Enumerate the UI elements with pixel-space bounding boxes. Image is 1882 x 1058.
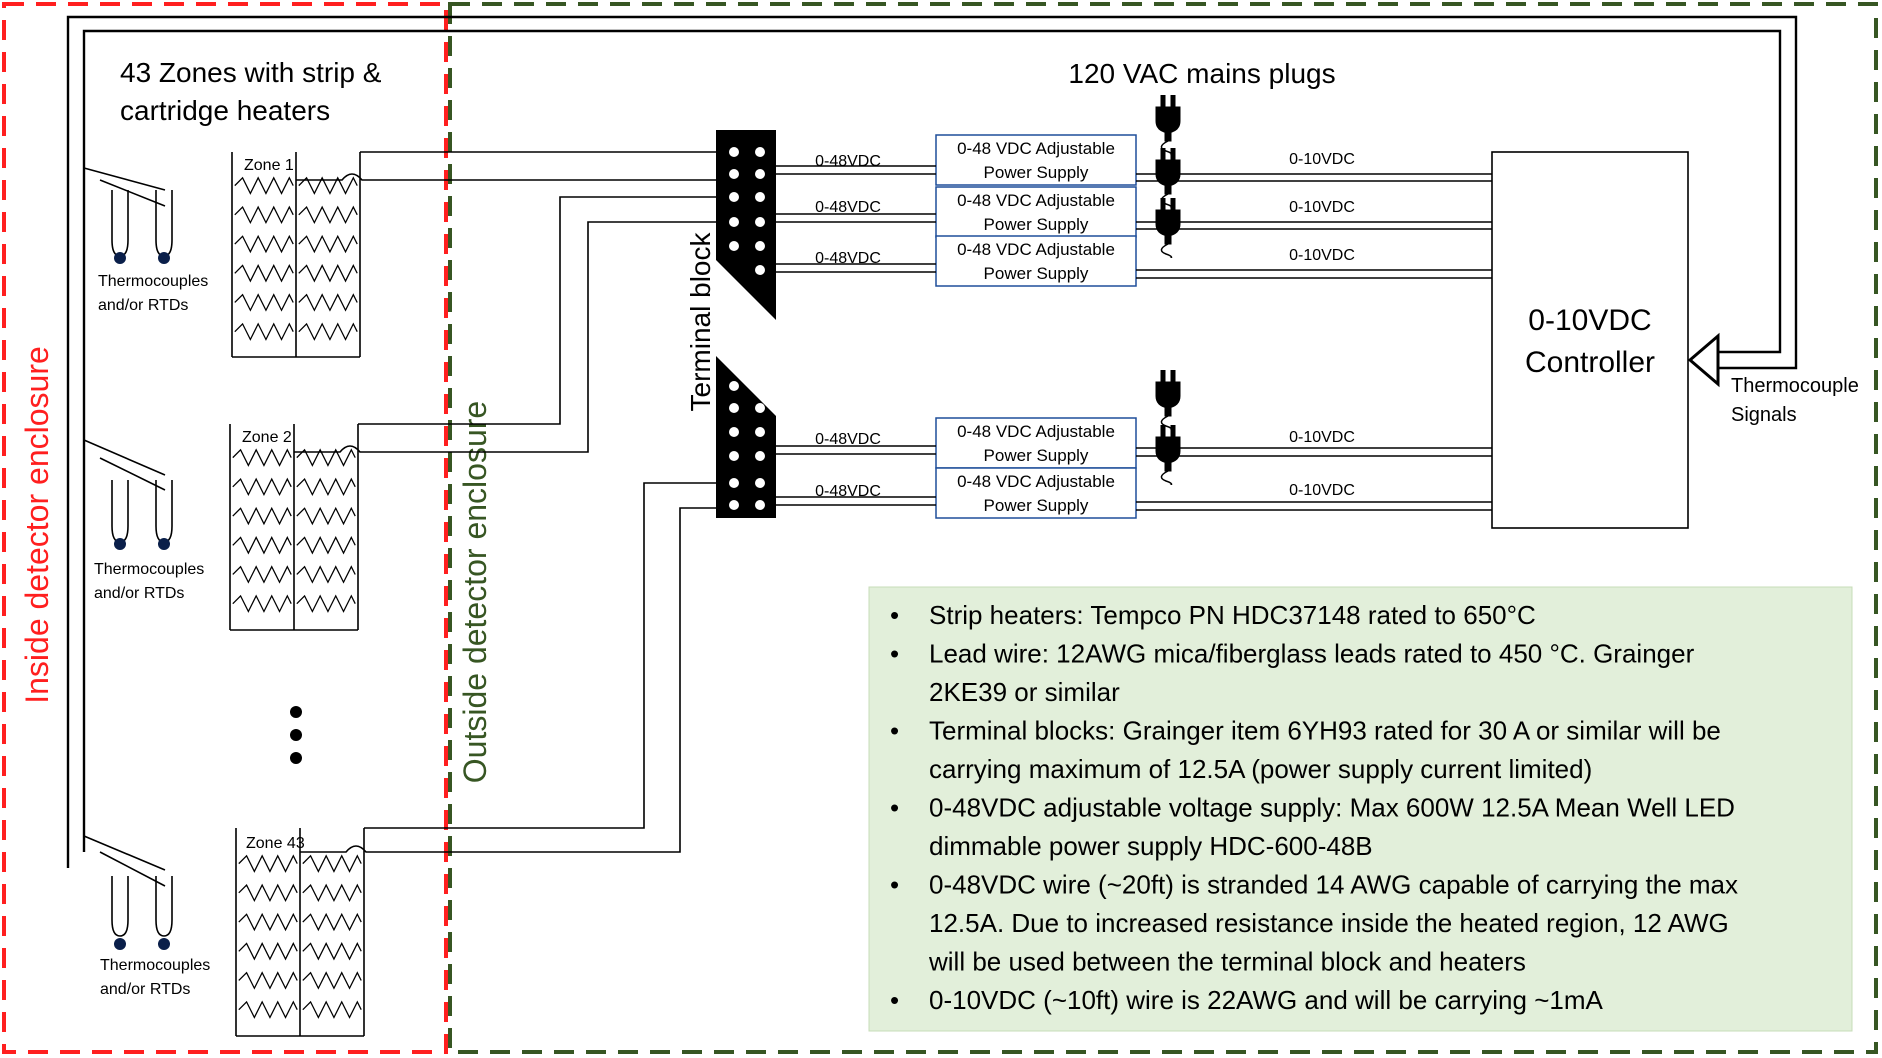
note-bullet: • — [890, 870, 899, 900]
notes-panel: • Strip heaters: Tempco PN HDC37148 rated… — [868, 586, 1853, 1032]
power-supply-4-control-label: 0-10VDC — [1289, 429, 1355, 446]
zone-2: Thermocouples and/or RTDs Zone 2 — [83, 196, 720, 631]
zone-43-tc-label-line1: Thermocouples — [100, 957, 210, 974]
zone-1-tc-label-line1: Thermocouples — [98, 273, 208, 290]
note-bullet: • — [890, 985, 899, 1015]
power-supply-3: 0-48 VDC Adjustable Power Supply 0-48VDC… — [776, 235, 1492, 287]
zones-title-line1: 43 Zones with strip & — [120, 57, 382, 88]
note-line: 0-10VDC (~10ft) wire is 22AWG and will b… — [929, 985, 1604, 1015]
power-supply-3-control-label: 0-10VDC — [1289, 247, 1355, 264]
note-line: dimmable power supply HDC-600-48B — [929, 831, 1373, 861]
zone-43-tc-label-line2: and/or RTDs — [100, 981, 190, 998]
power-supply-5-line2: Power Supply — [984, 496, 1089, 515]
zone-1: Thermocouples and/or RTDs Zone 1 — [83, 151, 720, 358]
power-supply-5: 0-48 VDC Adjustable Power Supply 0-48VDC… — [776, 467, 1492, 519]
note-line: carrying maximum of 12.5A (power supply … — [929, 754, 1592, 784]
zone-2-label: Zone 2 — [242, 429, 292, 446]
thermocouple-junction — [158, 538, 170, 550]
more-zones-dot — [290, 729, 302, 741]
power-supply-1-control-label: 0-10VDC — [1289, 151, 1355, 168]
outside-enclosure-border — [448, 2, 1878, 1054]
zones-title-line2: cartridge heaters — [120, 95, 330, 126]
note-bullet: • — [890, 600, 899, 630]
power-supply-1: 0-48 VDC Adjustable Power Supply 0-48VDC… — [776, 134, 1492, 186]
more-zones-dot — [290, 706, 302, 718]
zone-43-label: Zone 43 — [246, 835, 305, 852]
terminal-block-upper — [716, 130, 776, 320]
mains-plug-icon — [1155, 148, 1181, 208]
power-supply-2-control-label: 0-10VDC — [1289, 199, 1355, 216]
outside-enclosure-label: Outside detector enclosure — [457, 401, 493, 783]
power-supply-4-line2: Power Supply — [984, 446, 1089, 465]
power-supply-4-output-label: 0-48VDC — [815, 431, 881, 448]
power-supply-5-control-label: 0-10VDC — [1289, 482, 1355, 499]
power-supply-1-line1: 0-48 VDC Adjustable — [957, 139, 1115, 158]
feedback-label-line1: Thermocouple — [1731, 375, 1859, 397]
note-bullet: • — [890, 639, 899, 669]
inside-enclosure-label: Inside detector enclosure — [19, 346, 55, 704]
power-supply-3-line2: Power Supply — [984, 264, 1089, 283]
power-supply-5-line1: 0-48 VDC Adjustable — [957, 472, 1115, 491]
zone-43: Thermocouples and/or RTDs Zone 43 — [83, 482, 720, 1037]
notes-list: • Strip heaters: Tempco PN HDC37148 rated… — [890, 600, 1738, 1015]
note-line: Strip heaters: Tempco PN HDC37148 rated … — [929, 600, 1536, 630]
note-line: 0-48VDC wire (~20ft) is stranded 14 AWG … — [929, 870, 1738, 900]
note-line: 0-48VDC adjustable voltage supply: Max 6… — [929, 793, 1735, 823]
power-supply-2-line2: Power Supply — [984, 215, 1089, 234]
note-line: will be used between the terminal block … — [928, 947, 1526, 977]
zone-1-label: Zone 1 — [244, 157, 294, 174]
terminal-block-lower — [716, 356, 776, 518]
note-line: Lead wire: 12AWG mica/fiberglass leads r… — [929, 639, 1695, 669]
power-supply-3-line1: 0-48 VDC Adjustable — [957, 240, 1115, 259]
power-supply-4-line1: 0-48 VDC Adjustable — [957, 422, 1115, 441]
terminal-block-label: Terminal block — [685, 232, 716, 412]
controller: 0-10VDC Controller — [1491, 151, 1689, 529]
controller-line2: Controller — [1525, 346, 1655, 379]
power-supply-2-output-label: 0-48VDC — [815, 199, 881, 216]
mains-plugs-lower — [1155, 370, 1181, 485]
mains-plug-icon — [1155, 370, 1181, 430]
power-supply-4: 0-48 VDC Adjustable Power Supply 0-48VDC… — [776, 417, 1492, 469]
power-supply-1-output-label: 0-48VDC — [815, 153, 881, 170]
power-supply-2: 0-48 VDC Adjustable Power Supply 0-48VDC… — [776, 186, 1492, 238]
note-line: 12.5A. Due to increased resistance insid… — [929, 908, 1729, 938]
feedback-label-line2: Signals — [1731, 404, 1797, 426]
thermocouple-feedback-loop — [66, 15, 1798, 868]
thermocouple-junction — [114, 938, 126, 950]
mains-label: 120 VAC mains plugs — [1068, 58, 1335, 89]
thermocouple-junction — [114, 538, 126, 550]
thermocouple-junction — [158, 938, 170, 950]
thermocouple-junction — [158, 252, 170, 264]
note-bullet: • — [890, 793, 899, 823]
power-supply-3-output-label: 0-48VDC — [815, 250, 881, 267]
note-line: 2KE39 or similar — [929, 677, 1120, 707]
inside-enclosure-border — [2, 2, 448, 1054]
note-line: Terminal blocks: Grainger item 6YH93 rat… — [929, 716, 1721, 746]
note-bullet: • — [890, 716, 899, 746]
power-supply-5-output-label: 0-48VDC — [815, 483, 881, 500]
mains-plug-icon — [1155, 95, 1181, 155]
zone-1-tc-label-line2: and/or RTDs — [98, 297, 188, 314]
controller-line1: 0-10VDC — [1528, 304, 1651, 337]
more-zones-dot — [290, 752, 302, 764]
thermocouple-junction — [114, 252, 126, 264]
zone-2-tc-label-line2: and/or RTDs — [94, 585, 184, 602]
mains-plugs-upper — [1155, 95, 1181, 258]
power-supply-2-line1: 0-48 VDC Adjustable — [957, 191, 1115, 210]
zone-2-tc-label-line1: Thermocouples — [94, 561, 204, 578]
power-supply-1-line2: Power Supply — [984, 163, 1089, 182]
